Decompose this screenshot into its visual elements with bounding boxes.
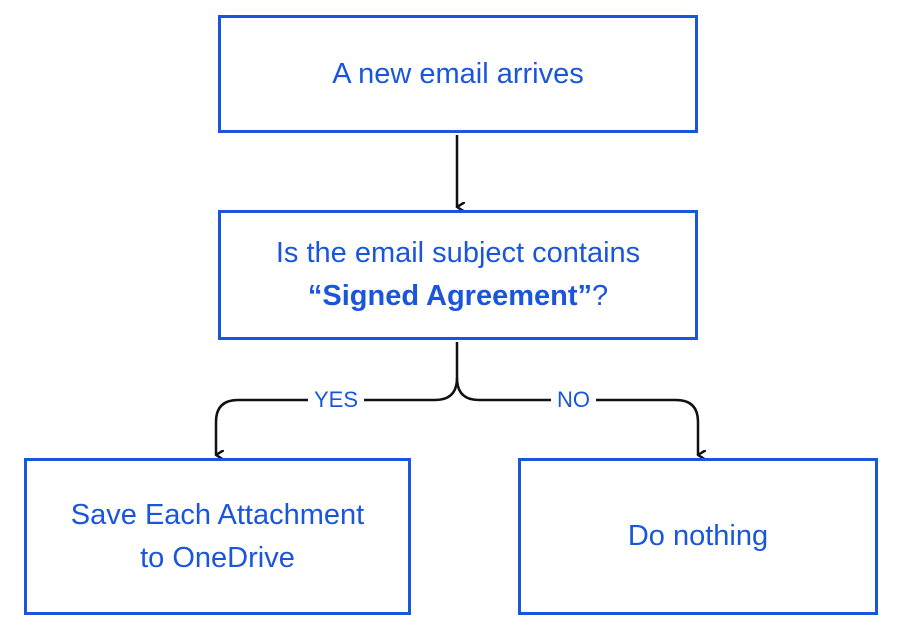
no-branch-label: NO [551,388,596,412]
yes-action-line1: Save Each Attachment [70,498,365,531]
yes-action-text: Save Each Attachment to OneDrive [71,494,364,580]
condition-line1: Is the email subject contains [275,237,641,269]
condition-node: Is the email subject contains “Signed Ag… [218,210,698,340]
arrow-condition-to-no [455,377,698,455]
condition-text: Is the email subject contains “Signed Ag… [276,232,640,318]
yes-action-line2: to OneDrive [140,541,295,574]
start-node-text: A new email arrives [332,57,584,90]
condition-line2: “Signed Agreement”? [276,275,640,318]
no-action-node: Do nothing [518,458,878,615]
no-action-text: Do nothing [627,520,769,552]
condition-highlight: “Signed Agreement” [307,280,592,312]
start-node: A new email arrives [218,15,698,133]
condition-suffix: ? [592,280,609,312]
yes-action-node: Save Each Attachment to OneDrive [24,458,411,615]
yes-branch-label: YES [308,388,365,412]
